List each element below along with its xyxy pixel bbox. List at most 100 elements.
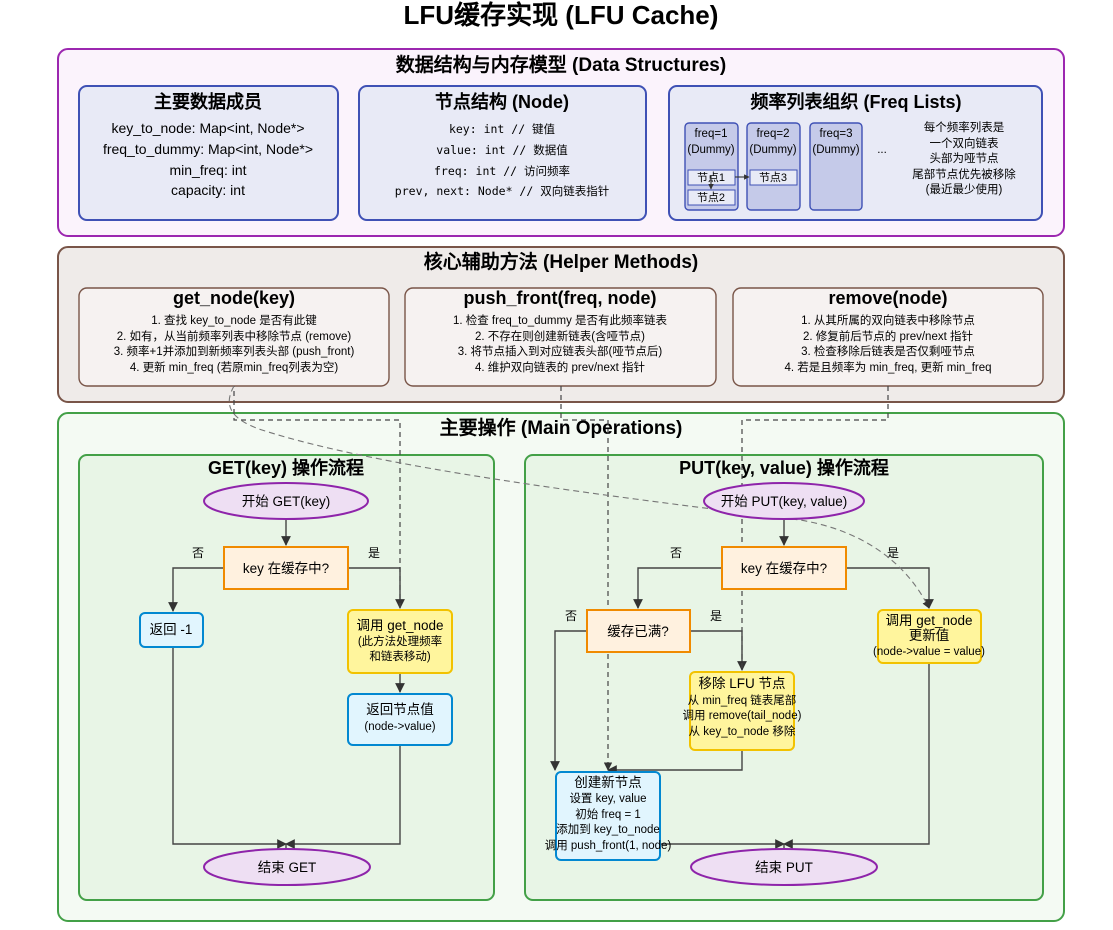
helper-call-link bbox=[233, 386, 401, 608]
get-node-title: get_node(key) bbox=[173, 288, 295, 308]
get-flow-connector bbox=[172, 647, 287, 849]
call-get-node-note: (此方法处理频率 bbox=[358, 634, 442, 648]
create-node-note: 添加到 key_to_node bbox=[556, 822, 660, 836]
get-yes-label: 是 bbox=[368, 546, 380, 560]
freq-column-3 bbox=[809, 122, 863, 211]
node-line: value: int // 数据值 bbox=[436, 143, 568, 157]
put-start-label: 开始 PUT(key, value) bbox=[721, 494, 848, 509]
freq-lists-title: 频率列表组织 (Freq Lists) bbox=[750, 91, 961, 112]
list-node bbox=[749, 169, 798, 186]
get-decision bbox=[223, 546, 349, 590]
get-end-terminal bbox=[203, 848, 371, 886]
evict-lfu-note: 调用 remove(tail_node) bbox=[683, 709, 802, 722]
get-node-line: 2. 如有，从当前频率列表中移除节点 (remove) bbox=[117, 329, 352, 343]
freq-note: 头部为哑节点 bbox=[930, 151, 999, 165]
push-front-line: 2. 不存在则创建新链表(含哑节点) bbox=[475, 329, 645, 343]
node-title: 节点结构 (Node) bbox=[435, 91, 569, 112]
get-flow-panel bbox=[78, 454, 495, 901]
put-end-label: 结束 PUT bbox=[755, 860, 813, 875]
put-yes-label: 是 bbox=[887, 546, 899, 560]
put-end-terminal bbox=[690, 848, 878, 886]
remove-line: 1. 从其所属的双向链表中移除节点 bbox=[801, 313, 975, 327]
put-flow-connector bbox=[633, 567, 722, 609]
create-node-note: 设置 key, value bbox=[569, 792, 646, 805]
remove-title: remove(node) bbox=[828, 288, 947, 308]
evict-lfu-note: 从 min_freq 链表尾部 bbox=[688, 693, 797, 707]
freq-label: freq=2 bbox=[757, 128, 790, 140]
call-get-node-box bbox=[347, 609, 453, 674]
update-value-label: 调用 get_node bbox=[885, 613, 972, 628]
list-node-label: 节点2 bbox=[697, 191, 725, 204]
freq-ellipsis: ... bbox=[877, 144, 887, 156]
return-neg-box bbox=[139, 612, 204, 648]
full-yes-label: 是 bbox=[710, 609, 722, 623]
update-value-label: 更新值 bbox=[909, 628, 950, 643]
put-flow-connector bbox=[846, 567, 934, 609]
evict-lfu-box bbox=[689, 671, 795, 751]
return-value-label: 返回节点值 bbox=[366, 702, 434, 717]
freq-label: freq=1 bbox=[695, 128, 728, 140]
remove-line: 2. 修复前后节点的 prev/next 指针 bbox=[803, 329, 973, 343]
list-node bbox=[687, 189, 736, 206]
freq-note: (最近最少使用) bbox=[926, 182, 1003, 196]
push-front-line: 1. 检查 freq_to_dummy 是否有此频率链表 bbox=[453, 313, 668, 327]
helpers-title: 核心辅助方法 (Helper Methods) bbox=[424, 250, 698, 273]
freq-note: 一个双向链表 bbox=[930, 136, 999, 150]
put-start-terminal bbox=[703, 482, 865, 520]
remove-line: 3. 检查移除后链表是否仅剩哑节点 bbox=[801, 344, 975, 358]
get-flow-connector bbox=[168, 567, 224, 612]
cache-full-label: 缓存已满? bbox=[607, 624, 669, 639]
members-line: min_freq: int bbox=[169, 162, 246, 178]
create-node-note: 调用 push_front(1, node) bbox=[545, 839, 672, 852]
main-ops-title: 主要操作 (Main Operations) bbox=[440, 416, 683, 439]
node-card bbox=[358, 85, 647, 221]
node-line: key: int // 键值 bbox=[449, 122, 556, 136]
create-node-label: 创建新节点 bbox=[574, 775, 642, 790]
freq-note: 尾部节点优先被移除 bbox=[912, 167, 1016, 181]
call-get-node-note: 和链表移动) bbox=[369, 649, 430, 663]
get-decision-label: key 在缓存中? bbox=[243, 561, 329, 576]
get-flow-connector bbox=[285, 745, 401, 849]
evict-lfu-note: 从 key_to_node 移除 bbox=[689, 724, 796, 738]
freq-label: freq=3 bbox=[820, 128, 853, 140]
put-flow-connector bbox=[550, 630, 587, 771]
evict-lfu-label: 移除 LFU 节点 bbox=[698, 676, 785, 691]
update-value-note: (node->value = value) bbox=[873, 646, 985, 658]
put-flow-connector bbox=[607, 750, 743, 775]
return-value-box bbox=[347, 693, 453, 746]
list-node-label: 节点3 bbox=[759, 171, 787, 184]
freq-column-1 bbox=[684, 122, 739, 211]
members-title: 主要数据成员 bbox=[154, 91, 262, 112]
dummy-label: (Dummy) bbox=[812, 144, 859, 156]
node-line: freq: int // 访问频率 bbox=[434, 164, 570, 178]
page-title: LFU缓存实现 (LFU Cache) bbox=[404, 0, 719, 30]
return-value-note: (node->value) bbox=[364, 721, 435, 733]
freq-note: 每个频率列表是 bbox=[924, 120, 1005, 134]
members-line: freq_to_dummy: Map<int, Node*> bbox=[103, 141, 313, 157]
put-flow-connector bbox=[783, 663, 930, 849]
get-start-label: 开始 GET(key) bbox=[242, 494, 331, 509]
get-end-label: 结束 GET bbox=[258, 860, 317, 875]
node-line: prev, next: Node* // 双向链表指针 bbox=[395, 184, 609, 198]
helper-call-link bbox=[560, 386, 613, 771]
remove-line: 4. 若是且频率为 min_freq, 更新 min_freq bbox=[784, 360, 991, 374]
put-no-label: 否 bbox=[670, 546, 682, 560]
create-node-note: 初始 freq = 1 bbox=[575, 807, 641, 821]
get-start-terminal bbox=[203, 482, 369, 520]
freq-column-2 bbox=[746, 122, 801, 211]
push-front-line: 3. 将节点插入到对应链表头部(哑节点后) bbox=[458, 344, 663, 358]
update-value-box bbox=[877, 609, 982, 664]
put-decision bbox=[721, 546, 847, 590]
put-decision-label: key 在缓存中? bbox=[741, 561, 827, 576]
helper-call-link bbox=[228, 385, 930, 609]
data-structures-title: 数据结构与内存模型 (Data Structures) bbox=[396, 53, 726, 76]
members-line: capacity: int bbox=[171, 182, 245, 198]
get-node-line: 4. 更新 min_freq (若原min_freq列表为空) bbox=[130, 360, 338, 374]
get-node-line: 3. 频率+1并添加到新频率列表头部 (push_front) bbox=[114, 344, 355, 358]
push-front-line: 4. 维护双向链表的 prev/next 指针 bbox=[475, 360, 645, 374]
get-node-line: 1. 查找 key_to_node 是否有此键 bbox=[151, 313, 317, 327]
call-get-node-label: 调用 get_node bbox=[356, 618, 443, 633]
dummy-label: (Dummy) bbox=[749, 144, 796, 156]
get-no-label: 否 bbox=[192, 546, 204, 560]
